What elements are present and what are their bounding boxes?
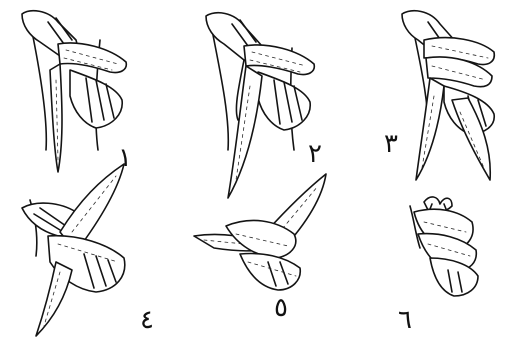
step-4-number: ٤	[140, 305, 154, 335]
step-1-illustration	[22, 11, 126, 172]
step-1-number: ١	[118, 143, 132, 173]
step-6-number: ٦	[398, 305, 412, 335]
step-3-illustration	[402, 11, 494, 180]
step-6-illustration	[410, 197, 478, 296]
step-2-illustration	[206, 13, 314, 198]
step-2-number: ٢	[308, 139, 322, 169]
step-5-illustration	[194, 174, 326, 290]
step-5-number: ٥	[274, 293, 288, 323]
step-4-illustration	[22, 164, 125, 336]
step-3-number: ٣	[384, 129, 398, 159]
